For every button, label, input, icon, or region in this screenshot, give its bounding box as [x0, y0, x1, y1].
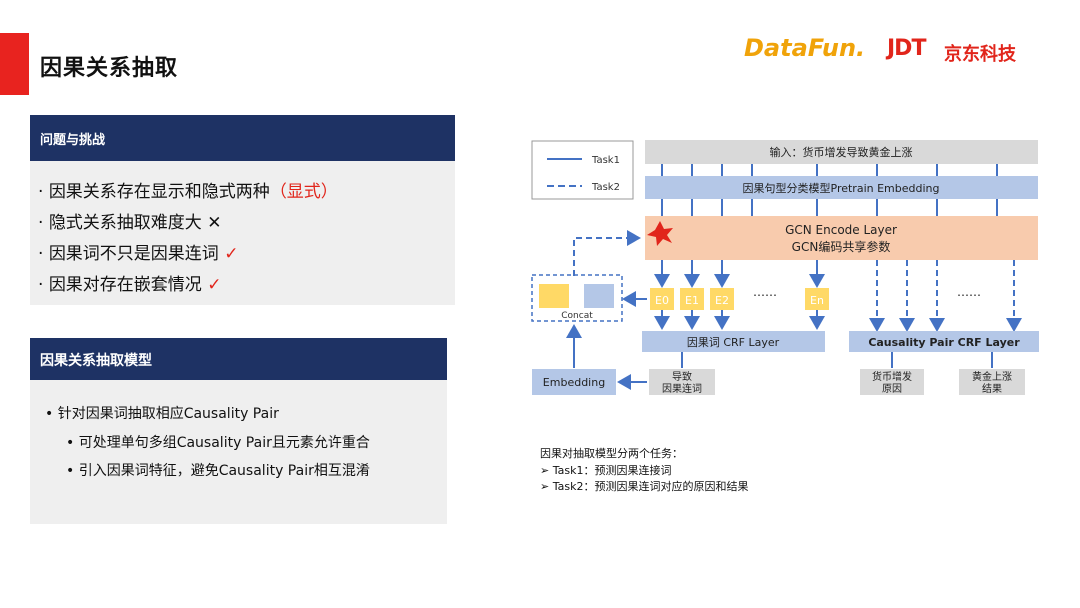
model-header-label: 因果关系抽取模型 [40, 353, 152, 369]
gcn-layer [645, 216, 1038, 260]
svg-text:E2: E2 [715, 294, 729, 307]
gcn-label-cn: GCN编码共享参数 [792, 239, 891, 254]
e1-box [680, 288, 704, 310]
jdt-logo: JDT [887, 36, 926, 61]
feature-star-icon [647, 221, 673, 246]
page-title: 因果关系抽取 [40, 56, 179, 81]
caption-task2: ➢ Task2：预测因果连词对应的原因和结果 [540, 480, 749, 493]
svg-text:原因: 原因 [882, 383, 902, 395]
challenge-item: · 因果词不只是因果连词 ✓ [38, 244, 239, 264]
effect-output [959, 369, 1025, 395]
pretrain-bar [645, 176, 1038, 199]
datafun-logo: DataFun. [744, 34, 866, 62]
e0-box [650, 288, 674, 310]
model-sub-bullet: • 可处理单句多组Causality Pair且元素允许重合 [66, 435, 370, 451]
input-bar [645, 140, 1038, 164]
pair-crf-label: Causality Pair CRF Layer [868, 336, 1020, 349]
connective-crf-layer [642, 331, 825, 352]
model-bullet: • 针对因果词抽取相应Causality Pair [45, 406, 279, 422]
svg-text:因果连词: 因果连词 [662, 382, 702, 395]
en-box [805, 288, 829, 310]
concat-label: Concat [561, 311, 593, 321]
svg-text:结果: 结果 [982, 382, 1002, 395]
challenges-header-label: 问题与挑战 [40, 133, 106, 148]
embedding-box [532, 369, 616, 395]
svg-text:货币增发: 货币增发 [872, 370, 912, 383]
gcn-label-en: GCN Encode Layer [785, 223, 897, 237]
svg-text:E0: E0 [655, 294, 669, 307]
model-sub-bullet: • 引入因果词特征，避免Causality Pair相互混淆 [66, 463, 370, 479]
challenge-item: · 因果对存在嵌套情况 ✓ [38, 275, 222, 295]
e2-box [710, 288, 734, 310]
challenges-header: 问题与挑战 [30, 115, 455, 161]
legend-task2: Task2 [591, 182, 620, 193]
concat-group [531, 274, 623, 322]
legend-box [531, 140, 634, 200]
svg-text:En: En [810, 294, 824, 307]
challenge-item: · 隐式关系抽取难度大 ✕ [38, 213, 222, 233]
e-dots: …… [753, 285, 777, 299]
connective-crf-label: 因果词 CRF Layer [687, 336, 780, 349]
connective-output [649, 369, 715, 395]
concat-yellow [539, 284, 569, 308]
model-diagram: Task1 Task2 输入：货币增发导致黄金上涨 因果句型分类模型Pretra… [527, 136, 1042, 410]
jd-logo-text: 京东科技 [944, 44, 1016, 65]
svg-text:黄金上涨: 黄金上涨 [972, 370, 1012, 383]
embedding-label: Embedding [543, 376, 605, 389]
task2-dots: …… [957, 285, 981, 299]
challenge-item: · 因果关系存在显示和隐式两种（显式） [38, 182, 338, 202]
accent-bar [0, 33, 29, 95]
caption-title: 因果对抽取模型分两个任务： [540, 447, 683, 460]
cause-output [860, 369, 924, 395]
legend-task1: Task1 [591, 155, 620, 166]
feedback-dashed-arrow [573, 230, 641, 276]
model-header: 因果关系抽取模型 [30, 338, 447, 380]
svg-text:E1: E1 [685, 294, 699, 307]
concat-blue [584, 284, 614, 308]
pretrain-label: 因果句型分类模型Pretrain Embedding [743, 181, 940, 195]
svg-text:导致: 导致 [672, 370, 692, 383]
input-label: 输入：货币增发导致黄金上涨 [770, 145, 913, 159]
pair-crf-layer [849, 331, 1039, 352]
caption-task1: ➢ Task1：预测因果连接词 [540, 464, 672, 477]
